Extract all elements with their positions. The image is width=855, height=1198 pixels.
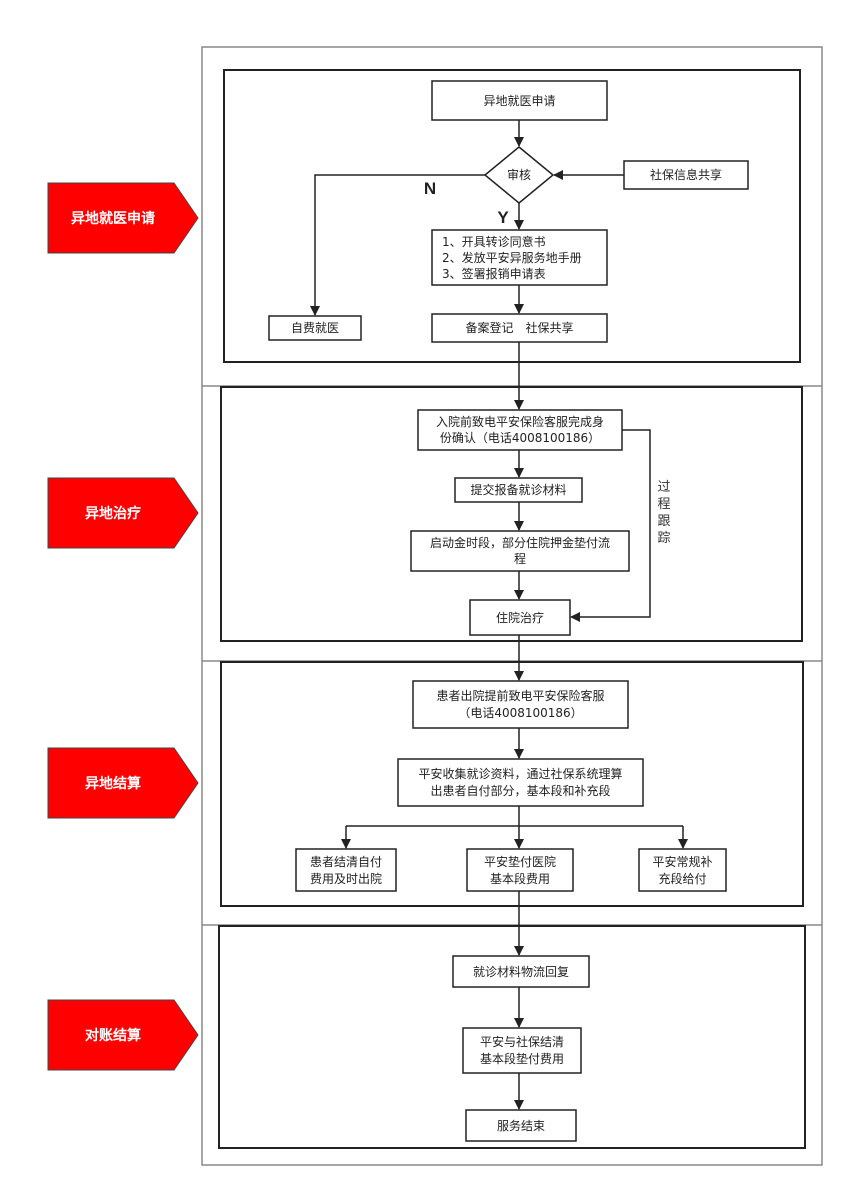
collect-line-2: 出患者自付部分，基本段和补充段 <box>430 783 610 798</box>
svg-text:踪: 踪 <box>657 531 670 546</box>
confirm-box <box>417 409 623 451</box>
stage-label-settlement: 异地结算 <box>47 747 199 819</box>
section-frame-application <box>223 69 801 363</box>
discharge-line-2: （电话4008100186） <box>458 706 582 720</box>
section-frame-reconciliation <box>218 925 806 1149</box>
step-1: 1、开具转诊同意书 <box>442 234 546 249</box>
stage-label-reconciliation: 对账结算 <box>47 999 199 1071</box>
deposit-box <box>410 530 630 572</box>
logistics-text: 就诊材料物流回复 <box>473 965 569 979</box>
hospital-box <box>469 599 571 636</box>
stage-label-application: 异地就医申请 <box>47 182 199 254</box>
clear-box <box>462 1027 582 1074</box>
discharge-box <box>412 680 629 729</box>
stage-label-text: 异地就医申请 <box>71 210 155 227</box>
tracking-connector <box>570 429 651 622</box>
pingan-basic-box <box>466 848 574 892</box>
steps-box <box>431 229 608 286</box>
apply-text: 异地就医申请 <box>483 94 555 108</box>
section-frame-settlement <box>220 661 804 907</box>
section-frame-treatment <box>220 386 803 642</box>
collect-line-1: 平安收集就诊资料，通过社保系统理算 <box>418 766 622 781</box>
self-pay-text: 自费就医 <box>291 321 339 335</box>
discharge-line-1: 患者出院提前致电平安保险客服 <box>436 688 604 703</box>
social-share-text: 社保信息共享 <box>650 167 722 182</box>
review-text: 审核 <box>507 167 531 182</box>
patient-pay-line-1: 患者结清自付 <box>310 855 382 869</box>
confirm-line-2: 份确认（电话4008100186） <box>440 431 600 445</box>
clear-line-1: 平安与社保结清 <box>480 1034 564 1049</box>
self-pay-box <box>268 315 362 341</box>
svg-text:过: 过 <box>657 480 670 495</box>
logistics-box <box>452 955 590 988</box>
stage-label-text: 异地治疗 <box>85 505 141 522</box>
step-3: 3、签署报销申请表 <box>442 266 546 281</box>
submit-box <box>454 477 583 503</box>
no-label: N <box>424 179 436 198</box>
outer-frame <box>201 46 823 1166</box>
patient-pay-line-2: 费用及时出院 <box>310 872 382 886</box>
pingan-basic-line-1: 平安垫付医院 <box>484 854 556 869</box>
clear-line-2: 基本段垫付费用 <box>480 1051 564 1066</box>
stage-label-text: 对账结算 <box>85 1027 141 1044</box>
filing-text: 备案登记 社保共享 <box>465 320 573 335</box>
stage-label-text: 异地结算 <box>85 775 141 792</box>
end-box <box>465 1109 577 1142</box>
deposit-line-2: 程 <box>514 551 526 566</box>
submit-text: 提交报备就诊材料 <box>470 482 566 497</box>
pingan-supp-line-1: 平安常规补 <box>652 854 712 869</box>
collect-box <box>397 758 644 807</box>
pingan-supp-line-2: 充段给付 <box>658 871 706 886</box>
pingan-supp-box <box>638 848 727 892</box>
patient-pay-box <box>295 848 397 892</box>
pingan-basic-line-2: 基本段费用 <box>490 871 550 886</box>
svg-text:程: 程 <box>657 497 670 512</box>
deposit-line-1: 启动金时段，部分住院押金垫付流 <box>430 535 610 550</box>
tracking-label: 过 程 跟 踪 <box>657 480 670 546</box>
confirm-line-1: 入院前致电平安保险客服完成身 <box>436 414 604 429</box>
connector <box>310 174 485 316</box>
stage-label-treatment: 异地治疗 <box>47 477 199 549</box>
end-text: 服务结束 <box>497 1118 545 1133</box>
yes-label: Y <box>497 208 509 227</box>
svg-text:跟: 跟 <box>657 514 670 529</box>
step-2: 2、发放平安异服务地手册 <box>442 250 582 265</box>
hospital-text: 住院治疗 <box>496 611 544 625</box>
